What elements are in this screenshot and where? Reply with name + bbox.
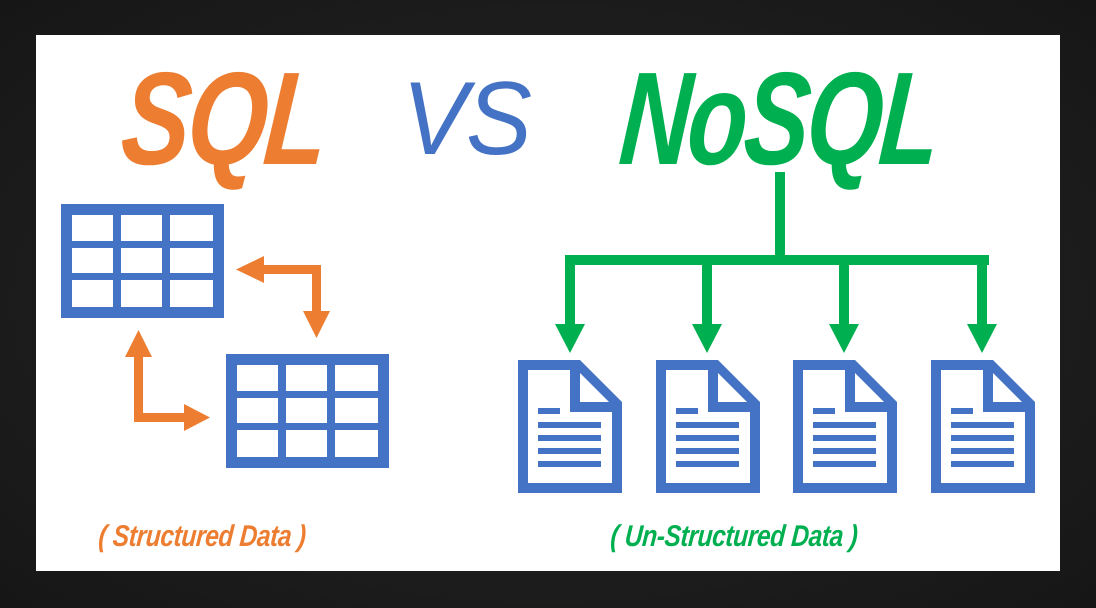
diagram-graphics: [61, 172, 1035, 493]
table-icon-2: [226, 354, 389, 468]
arrow-table2-to-table1: [125, 330, 210, 431]
unstructured-data-caption: ( Un-Structured Data ): [609, 520, 859, 553]
arrow-table1-to-table2: [236, 256, 330, 338]
document-icon-4: [931, 360, 1035, 493]
document-icon-2: [656, 360, 760, 493]
vs-label: VS: [402, 61, 532, 177]
tree-connector: [555, 172, 997, 353]
table-icon-1: [61, 204, 224, 318]
document-icon-3: [793, 360, 897, 493]
document-icon-1: [518, 360, 622, 493]
comparison-panel: SQL VS NoSQL: [36, 35, 1060, 571]
structured-data-caption: ( Structured Data ): [97, 520, 307, 553]
